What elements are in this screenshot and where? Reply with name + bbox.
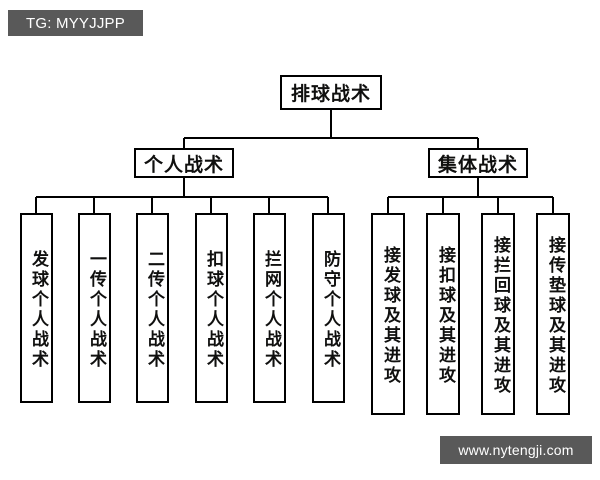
- tag-badge: TG: MYYJJPP: [8, 10, 143, 36]
- node-pass-dig-receive-attack-label: 接传垫球及其进攻: [546, 236, 565, 396]
- node-spike-individual-tactics[interactable]: 扣球个人战术: [195, 213, 228, 403]
- node-team-tactics[interactable]: 集体战术: [428, 148, 528, 178]
- node-block-rebound-receive-attack-label: 接拦回球及其进攻: [491, 236, 510, 396]
- node-defense-individual-tactics-label: 防守个人战术: [321, 250, 340, 370]
- node-block-rebound-receive-attack[interactable]: 接拦回球及其进攻: [481, 213, 515, 415]
- node-setting-individual-tactics-label: 二传个人战术: [145, 250, 164, 370]
- node-defense-individual-tactics[interactable]: 防守个人战术: [312, 213, 345, 403]
- node-first-pass-individual-tactics[interactable]: 一传个人战术: [78, 213, 111, 403]
- node-block-individual-tactics[interactable]: 拦网个人战术: [253, 213, 286, 403]
- node-serve-receive-attack-label: 接发球及其进攻: [381, 246, 400, 386]
- node-serve-individual-tactics-label: 发球个人战术: [29, 250, 48, 370]
- node-root-label: 排球战术: [290, 84, 371, 105]
- watermark-badge: www.nytengji.com: [440, 436, 592, 464]
- node-individual-tactics-label: 个人战术: [143, 154, 224, 176]
- node-spike-individual-tactics-label: 扣球个人战术: [204, 250, 223, 370]
- node-individual-tactics[interactable]: 个人战术: [134, 148, 234, 178]
- node-setting-individual-tactics[interactable]: 二传个人战术: [136, 213, 169, 403]
- node-root[interactable]: 排球战术: [280, 75, 382, 110]
- node-pass-dig-receive-attack[interactable]: 接传垫球及其进攻: [536, 213, 570, 415]
- watermark-label: www.nytengji.com: [458, 442, 574, 458]
- node-spike-receive-attack-label: 接扣球及其进攻: [436, 246, 455, 386]
- node-team-tactics-label: 集体战术: [437, 154, 518, 176]
- node-block-individual-tactics-label: 拦网个人战术: [262, 250, 281, 370]
- node-first-pass-individual-tactics-label: 一传个人战术: [87, 250, 106, 370]
- tag-badge-label: TG: MYYJJPP: [26, 14, 125, 32]
- node-serve-receive-attack[interactable]: 接发球及其进攻: [371, 213, 405, 415]
- node-serve-individual-tactics[interactable]: 发球个人战术: [20, 213, 53, 403]
- node-spike-receive-attack[interactable]: 接扣球及其进攻: [426, 213, 460, 415]
